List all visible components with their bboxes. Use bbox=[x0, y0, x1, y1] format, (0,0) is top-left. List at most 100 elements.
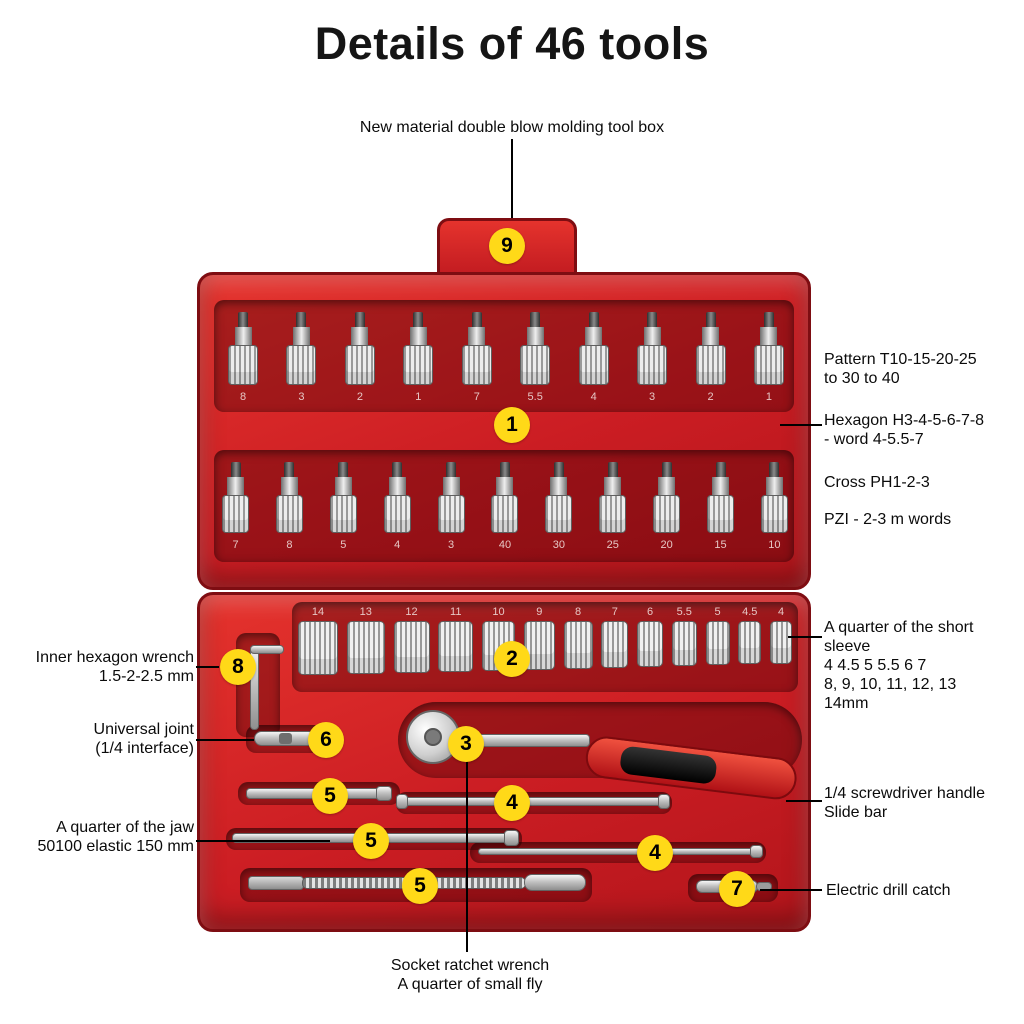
toolbox-annotation-text: New material double blow molding tool bo… bbox=[359, 119, 665, 136]
socket-body bbox=[671, 621, 697, 666]
bit-size-label: 4 bbox=[590, 391, 597, 403]
socket-body bbox=[705, 621, 730, 665]
socket-body bbox=[770, 621, 792, 664]
bit-tool: 2 bbox=[695, 312, 726, 403]
bit-size-label: 3 bbox=[649, 391, 656, 403]
bit-socket-body bbox=[578, 345, 609, 385]
bit-socket-body bbox=[228, 345, 258, 385]
bit-socket-body bbox=[383, 495, 411, 533]
callout-8: 8 bbox=[220, 649, 256, 685]
bit-socket-body bbox=[599, 495, 627, 533]
ratchet-drive-hub bbox=[424, 728, 442, 746]
socket-size-label: 9 bbox=[536, 606, 543, 618]
bit-tool: 3 bbox=[637, 312, 668, 403]
bit-tip-icon bbox=[553, 462, 564, 477]
callout-1: 1 bbox=[494, 407, 530, 443]
socket-tool: 4 bbox=[770, 606, 792, 664]
socket-size-label: 5 bbox=[714, 606, 721, 618]
bit-socket-body bbox=[344, 345, 375, 385]
handle-rubber-grip bbox=[619, 745, 718, 785]
callout-2: 2 bbox=[494, 641, 530, 677]
universal-line1: Universal joint bbox=[93, 721, 194, 738]
bit-socket-body bbox=[695, 345, 726, 385]
bit-size-label: 4 bbox=[394, 539, 401, 551]
bit-tool: 1 bbox=[403, 312, 434, 403]
slide-bar-end-left bbox=[396, 794, 408, 809]
socket-size-label: 8 bbox=[574, 606, 582, 618]
bit-tool: 4 bbox=[383, 462, 411, 551]
bit-tip-icon bbox=[588, 312, 599, 327]
bit-tool: 3 bbox=[286, 312, 317, 403]
socket-tool: 13 bbox=[346, 606, 385, 674]
bit-shank bbox=[712, 477, 730, 495]
jaw-line1: A quarter of the jaw bbox=[56, 819, 194, 836]
bit-size-label: 7 bbox=[232, 539, 239, 551]
bit-tool: 40 bbox=[491, 462, 519, 551]
bit-socket-body bbox=[760, 495, 788, 533]
callout-3: 3 bbox=[448, 726, 484, 762]
socket-size-label: 11 bbox=[450, 606, 462, 618]
bit-size-label: 7 bbox=[473, 391, 480, 403]
cross-line: Cross PH1-2-3 bbox=[824, 474, 930, 491]
bit-tip-icon bbox=[238, 312, 248, 327]
bit-socket-body bbox=[461, 345, 492, 385]
socket-tool: 11 bbox=[438, 606, 474, 672]
socket-body bbox=[298, 621, 338, 675]
sleeve-line5: 14mm bbox=[824, 695, 869, 712]
flex-extension-collar bbox=[524, 874, 586, 891]
bit-socket-body bbox=[491, 495, 519, 533]
pattern-annotation: Pattern T10-15-20-25 to 30 to 40 bbox=[824, 350, 977, 388]
bit-socket-body bbox=[329, 495, 357, 533]
hexagon-line1: Hexagon H3-4-5-6-7-8 bbox=[824, 412, 985, 429]
bit-size-label: 1 bbox=[415, 391, 422, 403]
bit-size-label: 8 bbox=[239, 391, 247, 403]
leader-line-universal bbox=[196, 739, 254, 741]
slide-bar bbox=[402, 797, 664, 806]
bit-size-label: 2 bbox=[356, 391, 363, 403]
hexagon-line2: - word 4-5.5-7 bbox=[824, 431, 924, 448]
sleeve-line3: 4 4.5 5 5.5 6 7 bbox=[824, 657, 927, 674]
hex-key-short-arm bbox=[250, 645, 284, 654]
pattern-line1: Pattern T10-15-20-25 bbox=[824, 351, 977, 368]
bit-shank bbox=[280, 477, 298, 495]
socket-size-label: 13 bbox=[359, 606, 372, 618]
bit-tip-icon bbox=[607, 462, 618, 477]
socket-tool: 5.5 bbox=[671, 606, 697, 666]
bit-size-label: 25 bbox=[606, 539, 619, 551]
socket-size-label: 7 bbox=[611, 606, 618, 618]
socket-size-label: 5.5 bbox=[676, 606, 692, 618]
leader-line-hex-wrench bbox=[196, 666, 219, 668]
jaw-line2: 50100 elastic 150 mm bbox=[37, 838, 194, 855]
hex-wrench-line1: Inner hexagon wrench bbox=[35, 649, 194, 666]
bit-tip-icon bbox=[661, 462, 672, 477]
socket-size-label: 14 bbox=[311, 606, 325, 618]
socket-tool: 6 bbox=[637, 606, 663, 667]
socket-size-label: 12 bbox=[405, 606, 418, 618]
pattern-line2: to 30 to 40 bbox=[824, 370, 900, 387]
drill-line: Electric drill catch bbox=[826, 882, 951, 899]
bit-shank bbox=[442, 477, 460, 495]
bit-tip-icon bbox=[284, 462, 295, 477]
ratchet-annotation: Socket ratchet wrench A quarter of small… bbox=[320, 956, 620, 994]
hex-wrench-line2: 1.5-2-2.5 mm bbox=[98, 668, 194, 685]
bit-shank bbox=[409, 327, 427, 345]
socket-body bbox=[346, 621, 385, 674]
leader-line-jaw bbox=[196, 840, 330, 842]
callout-6: 6 bbox=[308, 722, 344, 758]
bit-shank bbox=[550, 477, 568, 495]
bit-socket-body bbox=[707, 495, 735, 533]
bit-shank bbox=[604, 477, 622, 495]
pzi-line: PZI - 2-3 m words bbox=[824, 511, 952, 528]
sleeve-line4: 8, 9, 10, 11, 12, 13 bbox=[824, 676, 957, 693]
socket-size-label: 10 bbox=[492, 606, 505, 618]
bit-socket-body bbox=[545, 495, 573, 533]
driver-rod bbox=[478, 848, 756, 855]
bit-shank bbox=[292, 327, 310, 345]
bit-tool: 20 bbox=[653, 462, 681, 551]
bit-shank bbox=[526, 327, 544, 345]
socket-tool: 12 bbox=[393, 606, 430, 673]
socket-size-label: 4.5 bbox=[742, 606, 758, 618]
bit-size-label: 40 bbox=[498, 539, 512, 551]
bit-socket-body bbox=[653, 495, 681, 533]
socket-body bbox=[738, 621, 762, 664]
